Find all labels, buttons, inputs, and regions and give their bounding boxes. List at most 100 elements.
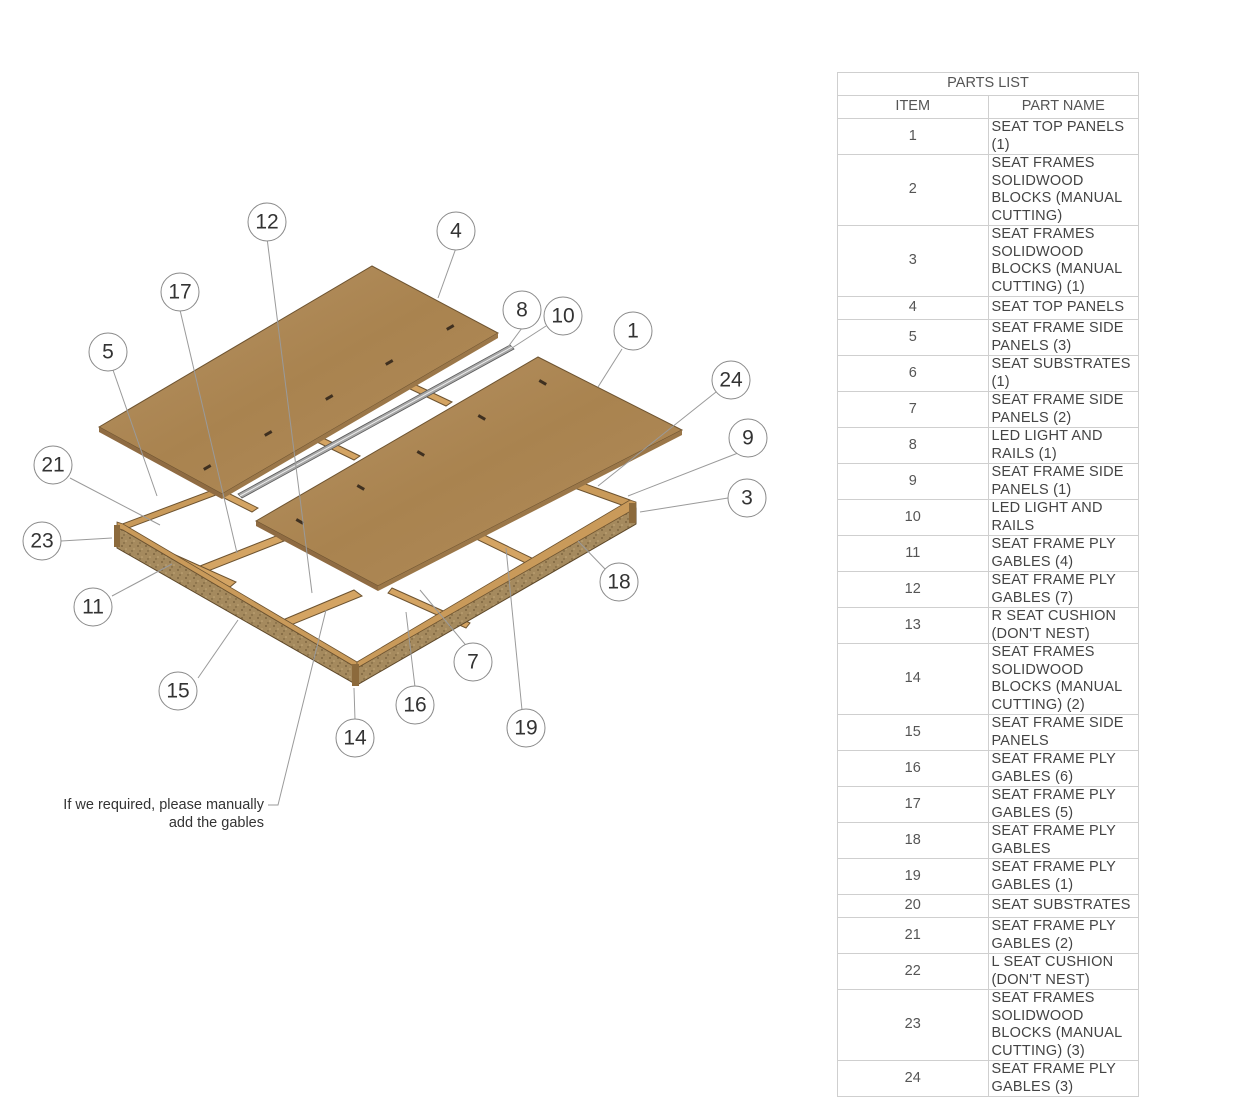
part-item-number: 11: [837, 535, 989, 572]
part-name-line: SEAT FRAME PLY GABLES (6): [991, 751, 1116, 785]
part-item-number: 5: [837, 319, 989, 356]
svg-text:24: 24: [719, 369, 743, 392]
svg-text:10: 10: [551, 305, 574, 328]
part-item-number: 17: [837, 786, 989, 823]
part-name: SEAT FRAME PLY GABLES (3): [987, 1060, 1139, 1097]
svg-text:21: 21: [41, 454, 64, 477]
svg-text:11: 11: [82, 596, 104, 619]
svg-text:18: 18: [607, 571, 630, 594]
svg-text:4: 4: [450, 220, 462, 243]
svg-text:14: 14: [343, 727, 367, 750]
part-name-line: SEAT FRAMES SOLIDWOOD: [991, 990, 1095, 1024]
part-name-line: SEAT SUBSTRATES (1): [991, 356, 1131, 390]
callout-24: 24: [711, 360, 751, 400]
part-name-line: SEAT FRAME PLY GABLES (7): [991, 572, 1116, 606]
svg-text:3: 3: [741, 487, 753, 510]
part-name-line: SEAT FRAME SIDE PANELS: [991, 715, 1124, 749]
part-item-number: 13: [837, 607, 989, 644]
part-name-line: SEAT FRAME PLY GABLES (4): [991, 536, 1116, 570]
part-name: SEAT FRAME SIDE PANELS (2): [987, 391, 1139, 428]
gables-note-line-1: If we required, please manually: [63, 797, 264, 813]
part-name: SEAT FRAME SIDE PANELS (1): [987, 463, 1139, 500]
part-name-line: BLOCKS (MANUAL CUTTING) (3): [991, 1025, 1122, 1059]
part-item-number: 2: [837, 154, 989, 226]
callout-15: 15: [158, 671, 198, 711]
part-name-line: SEAT FRAME PLY GABLES (5): [991, 787, 1116, 821]
part-name-line: SEAT FRAMES SOLIDWOOD: [991, 644, 1095, 678]
seat-top-panel-4: [97, 265, 500, 499]
callout-16: 16: [395, 685, 435, 725]
part-name-line: SEAT FRAMES SOLIDWOOD: [991, 226, 1095, 260]
part-name-line: SEAT FRAME PLY GABLES: [991, 823, 1116, 857]
part-name-line: L SEAT CUSHION (DON'T NEST): [991, 954, 1114, 988]
part-name-line: SEAT SUBSTRATES: [991, 897, 1131, 914]
part-name-line: SEAT FRAME SIDE PANELS (1): [991, 464, 1124, 498]
corner-block-left: [114, 525, 120, 547]
assembly-drawing: 12 4 17 8 10 1 5 24 9 21 3 23 18 11 7 15…: [22, 202, 768, 806]
svg-text:7: 7: [467, 651, 479, 674]
part-item-number: 9: [837, 463, 989, 500]
svg-text:17: 17: [168, 281, 191, 304]
svg-text:12: 12: [255, 211, 278, 234]
corner-block-right: [629, 503, 636, 523]
part-name-line: SEAT TOP PANELS: [991, 299, 1125, 316]
part-name: SEAT FRAME PLY GABLES (1): [987, 858, 1139, 895]
part-item-number: 23: [837, 989, 989, 1061]
part-name-line: SEAT FRAME PLY GABLES (3): [991, 1061, 1116, 1095]
led-light-rail: [237, 344, 515, 499]
part-item-number: 20: [837, 894, 989, 918]
part-item-number: 4: [837, 296, 989, 320]
part-item-number: 22: [837, 953, 989, 990]
part-name: SEAT SUBSTRATES (1): [987, 355, 1139, 392]
callout-21: 21: [33, 445, 73, 485]
part-name-line: SEAT FRAME SIDE PANELS (2): [991, 392, 1124, 426]
gables-note: If we required, please manually add the …: [40, 796, 264, 832]
part-name: SEAT TOP PANELS: [987, 296, 1139, 320]
part-name: SEAT FRAME PLY GABLES (4): [987, 535, 1139, 572]
part-name-line: SEAT FRAME PLY GABLES (2): [991, 918, 1116, 952]
callout-17: 17: [160, 272, 200, 312]
part-name-line: BLOCKS (MANUAL CUTTING) (2): [991, 679, 1122, 713]
part-item-number: 12: [837, 571, 989, 608]
svg-text:1: 1: [627, 320, 639, 343]
callout-18: 18: [599, 562, 639, 602]
part-item-number: 14: [837, 643, 989, 715]
part-item-number: 21: [837, 917, 989, 954]
gables-note-line-2: add the gables: [168, 815, 264, 831]
part-name: SEAT SUBSTRATES: [987, 894, 1139, 918]
callout-11: 11: [73, 587, 113, 627]
callout-5: 5: [88, 332, 128, 372]
callout-10: 10: [543, 296, 583, 336]
part-item-number: 18: [837, 822, 989, 859]
svg-text:15: 15: [166, 680, 189, 703]
svg-text:8: 8: [516, 299, 528, 322]
svg-text:23: 23: [30, 530, 53, 553]
part-name-line: BLOCKS (MANUAL CUTTING): [991, 190, 1122, 224]
callout-9: 9: [728, 418, 768, 458]
part-name: LED LIGHT AND RAILS: [987, 499, 1139, 536]
part-name: SEAT FRAME PLY GABLES (7): [987, 571, 1139, 608]
part-item-number: 16: [837, 750, 989, 787]
part-name-line: SEAT FRAMES SOLIDWOOD: [991, 155, 1095, 189]
corner-block-front: [352, 664, 359, 686]
part-name-line: R SEAT CUSHION (DON'T NEST): [991, 608, 1117, 642]
